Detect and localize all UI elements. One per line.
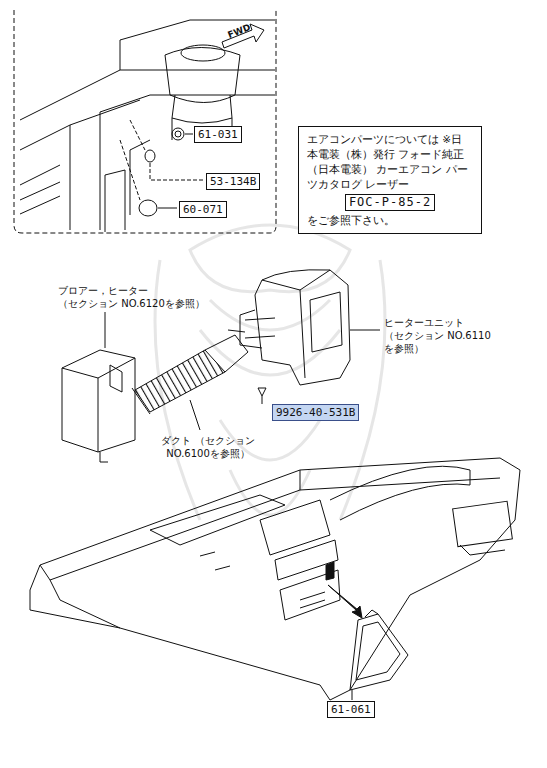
leader-line [185,134,193,135]
text: をご参照下さい。 [307,213,473,228]
text: 53-134B [210,175,256,188]
engine-bay [20,20,275,232]
grommet [175,131,181,137]
direction-label: FWD [226,19,259,42]
text: 61-061 [331,703,371,716]
blower-heater [62,350,135,462]
text: 60-071 [183,203,223,216]
leader-line [350,330,380,331]
dashboard [30,458,520,700]
glovebox-lid [350,610,408,690]
inset-frame [14,10,276,233]
leader-line [352,690,353,700]
pointer-arrow [328,585,362,618]
catalog-number: FOC-P-85-2 [345,194,435,211]
callout-number: 61-031 [194,126,242,143]
grommet [172,128,184,140]
callout-number: 53-134B [206,173,260,190]
part-label: ヒーターユニット （セクション NO.6110 を参照） [384,316,496,355]
plug [145,150,155,162]
text: エアコンパーツについては ※日本電装（株）発行 フォード純正（日本電装） カーエ… [307,132,473,192]
part-number: 9926-40-531B [272,404,359,421]
leader-line [130,120,145,150]
leader-line [120,140,140,200]
leader-line [158,208,177,209]
part-label: ダクト （セクション NO.6100を参照） [128,434,288,460]
callout-number: 61-061 [327,701,375,718]
note-box: エアコンパーツについては ※日本電装（株）発行 フォード純正（日本電装） カーエ… [298,126,482,234]
text: 61-031 [198,128,238,141]
text: 9926-40-531B [276,406,355,419]
callout-number: 60-071 [179,201,227,218]
plug [139,200,157,216]
leader-line [190,400,200,430]
leader-line [105,312,106,348]
part-label: ブロアー，ヒーター （セクション NO.6120を参照） [58,284,208,310]
text: FOC-P-85-2 [349,196,431,209]
screw [258,388,266,404]
duct [132,335,248,414]
heater-unit [228,270,350,385]
leader-line [150,163,204,180]
